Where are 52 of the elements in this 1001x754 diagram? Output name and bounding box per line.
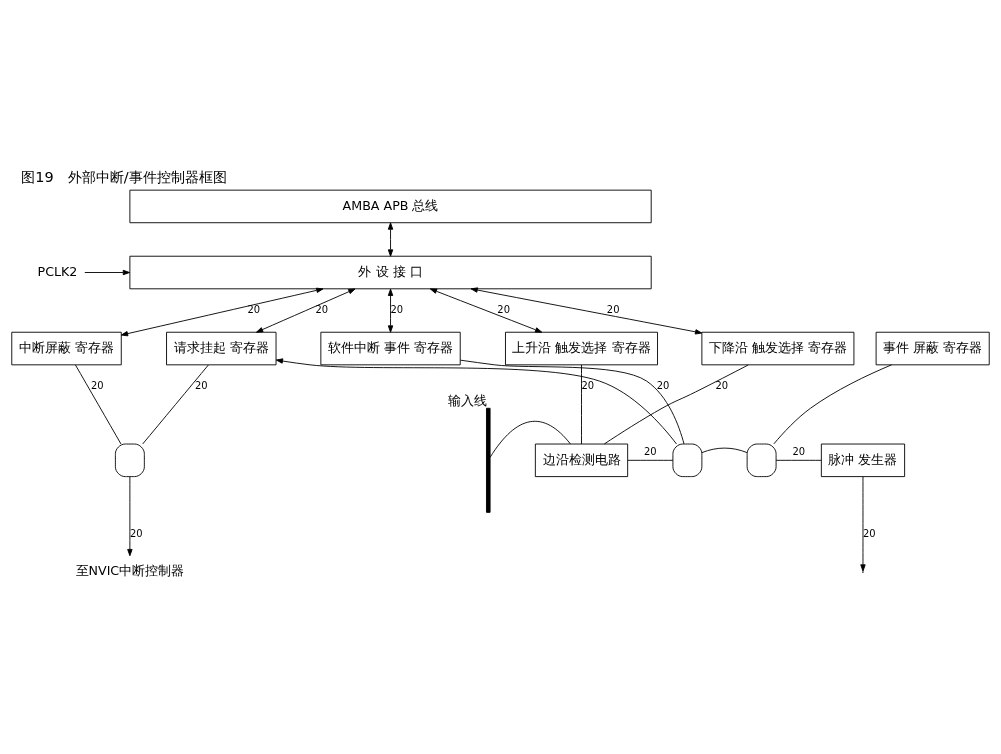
node-box: 下降沿 触发选择 寄存器 — [701, 331, 855, 365]
edge-label: 20 — [862, 527, 876, 539]
arrow — [860, 475, 866, 572]
arrow — [429, 287, 543, 333]
node-box: 软件中断 事件 寄存器 — [320, 331, 461, 365]
edge-label: 20 — [315, 303, 329, 315]
arrow — [127, 475, 133, 556]
node-box: 上升沿 触发选择 寄存器 — [505, 331, 658, 365]
edge-label: 20 — [792, 445, 806, 457]
arrow — [84, 269, 131, 275]
connector — [701, 447, 748, 453]
edge-label: 20 — [643, 445, 657, 457]
edge-label: 20 — [195, 379, 208, 391]
connector — [489, 420, 571, 458]
node-box: 边沿检测电路 — [534, 443, 629, 477]
node-gate — [672, 443, 703, 477]
arrow — [255, 288, 356, 333]
arrow — [275, 357, 677, 444]
node-box: 中断屏蔽 寄存器 — [11, 331, 122, 365]
node-box: 请求挂起 寄存器 — [166, 331, 277, 365]
edge-label: 20 — [606, 303, 620, 315]
connector — [627, 459, 674, 461]
diagram-title: 图19 外部中断/事件控制器框图 — [21, 168, 227, 185]
edge-label: 20 — [390, 303, 404, 315]
node-text: 至NVIC中断控制器 — [75, 562, 185, 578]
arrow — [120, 287, 324, 336]
node-gate — [114, 443, 145, 477]
node-box: 外 设 接 口 — [129, 255, 652, 289]
node-box: AMBA APB 总线 — [129, 189, 652, 223]
connector — [75, 364, 122, 444]
edge-label: 20 — [581, 379, 595, 391]
connector — [773, 363, 893, 444]
node-label: 输入线 — [447, 392, 487, 408]
connector — [581, 364, 582, 444]
edge-label: 20 — [497, 303, 510, 315]
node-text: PCLK2 — [37, 263, 78, 279]
edge-label: 20 — [715, 379, 729, 391]
connector — [603, 364, 749, 444]
node-box: 脉冲 发生器 — [820, 443, 906, 477]
edge-label: 20 — [247, 303, 261, 315]
connector — [142, 364, 209, 444]
connector — [775, 459, 822, 461]
edge-label: 20 — [129, 527, 143, 539]
connector — [460, 359, 685, 444]
edge-label: 20 — [656, 379, 670, 391]
node-gate — [746, 443, 777, 477]
node-box: 事件 屏蔽 寄存器 — [875, 331, 990, 365]
arrow — [470, 286, 703, 334]
arrow — [387, 288, 394, 333]
node-bar — [486, 407, 491, 513]
edge-label: 20 — [90, 379, 104, 391]
arrow — [387, 221, 394, 257]
